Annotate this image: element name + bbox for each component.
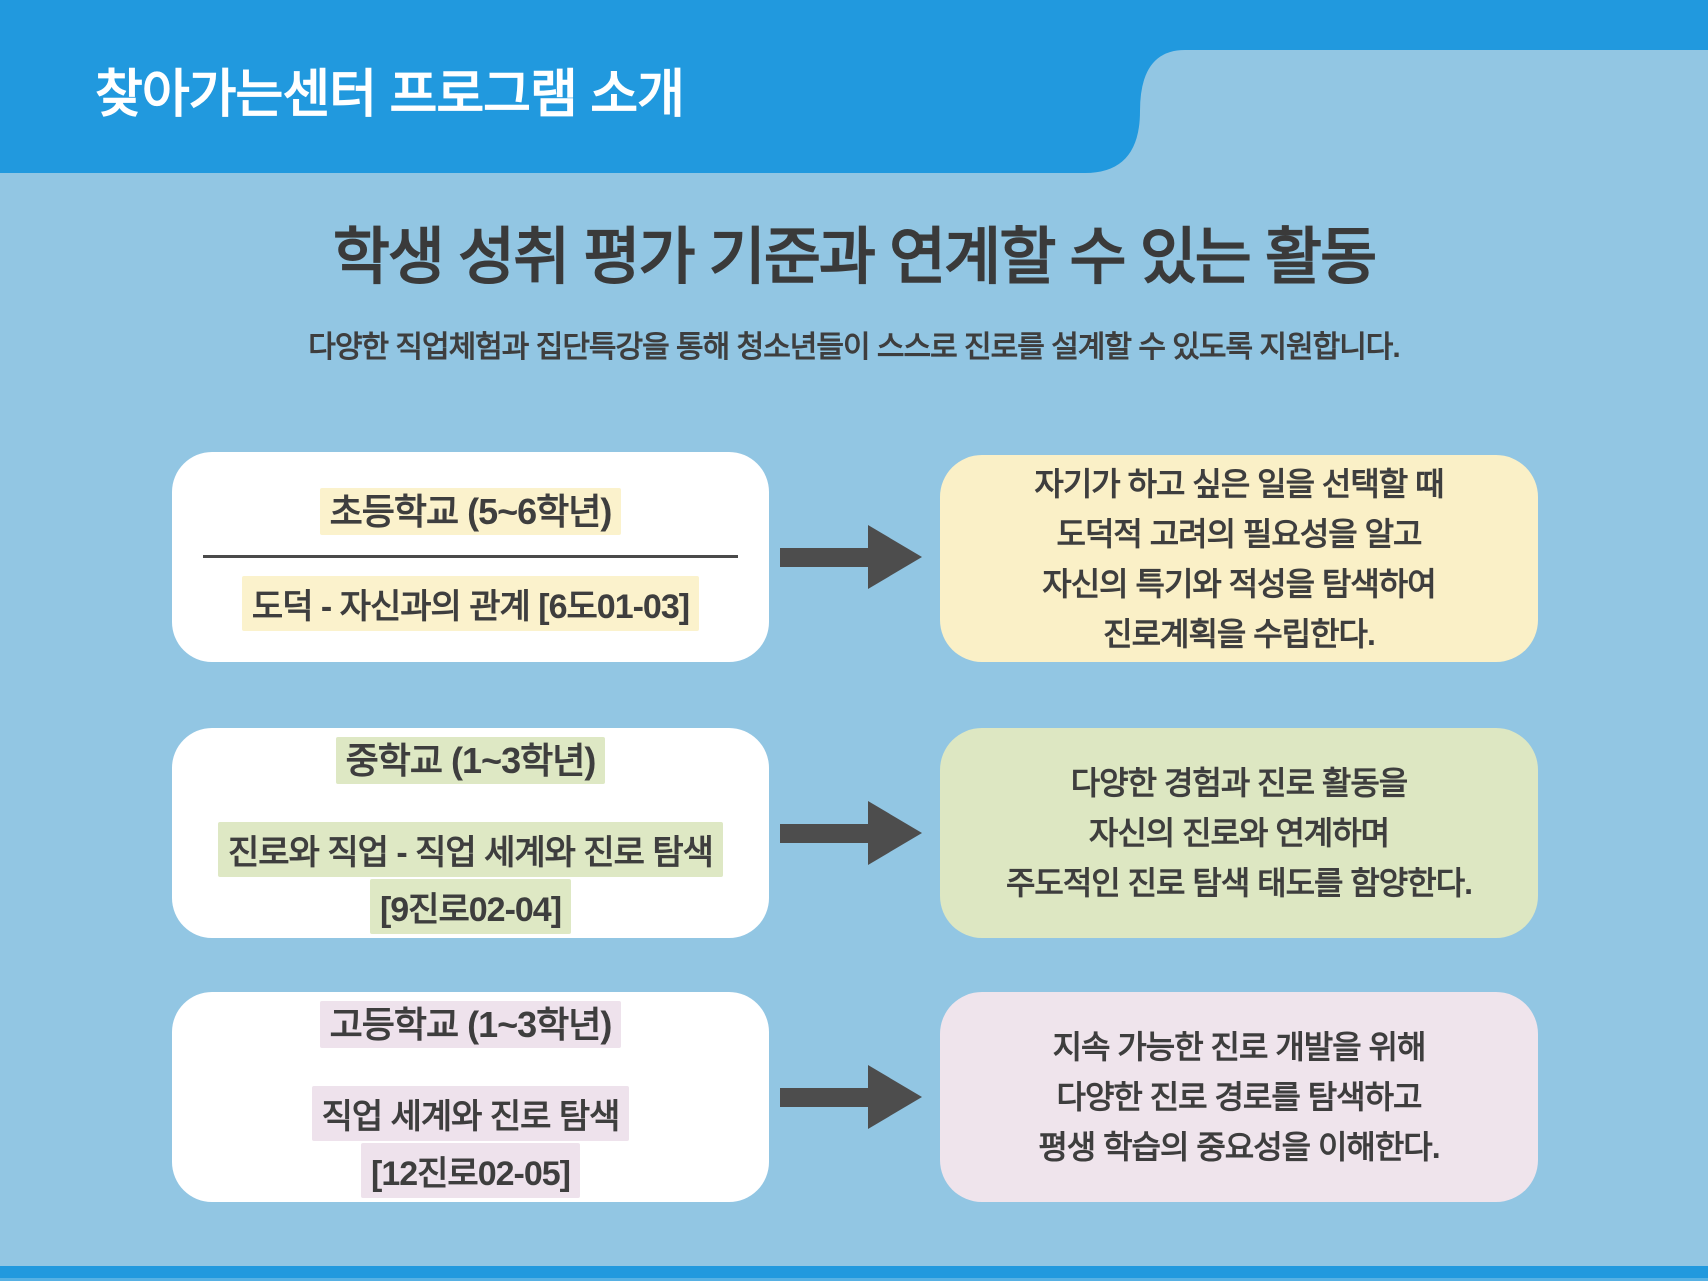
subject-line: [12진로02-05] bbox=[361, 1143, 580, 1198]
outcome-text: 자기가 하고 싶은 일을 선택할 때 도덕적 고려의 필요성을 알고 자신의 특… bbox=[1034, 459, 1444, 659]
outcome-line: 자신의 진로와 연계하며 bbox=[1088, 815, 1390, 851]
outcome-text: 지속 가능한 진로 개발을 위해 다양한 진로 경로를 탐색하고 평생 학습의 … bbox=[1038, 1022, 1440, 1172]
outcome-line: 다양한 경험과 진로 활동을 bbox=[1070, 765, 1409, 801]
school-name: 초등학교 (5~6학년) bbox=[319, 483, 622, 535]
school-name-highlight: 중학교 (1~3학년) bbox=[335, 737, 606, 784]
header-tab-shape bbox=[0, 0, 1708, 173]
outcome-card-middle: 다양한 경험과 진로 활동을 자신의 진로와 연계하며 주도적인 진로 탐색 태… bbox=[940, 728, 1538, 938]
outcome-card-elementary: 자기가 하고 싶은 일을 선택할 때 도덕적 고려의 필요성을 알고 자신의 특… bbox=[940, 455, 1538, 662]
school-card-high: 고등학교 (1~3학년) 직업 세계와 진로 탐색 [12진로02-05] bbox=[172, 992, 769, 1202]
flow-arrow-icon bbox=[780, 801, 922, 865]
subject-line: 진로와 직업 - 직업 세계와 진로 탐색 bbox=[218, 822, 723, 877]
subject-block: 도덕 - 자신과의 관계 [6도01-03] bbox=[241, 576, 700, 631]
outcome-line: 진로계획을 수립한다. bbox=[1103, 615, 1376, 652]
school-name-highlight: 초등학교 (5~6학년) bbox=[319, 488, 622, 535]
school-name: 중학교 (1~3학년) bbox=[335, 732, 606, 784]
outcome-line: 다양한 진로 경로를 탐색하고 bbox=[1056, 1079, 1423, 1115]
outcome-line: 자신의 특기와 적성을 탐색하여 bbox=[1042, 565, 1436, 602]
outcome-text: 다양한 경험과 진로 활동을 자신의 진로와 연계하며 주도적인 진로 탐색 태… bbox=[1005, 758, 1473, 908]
flow-arrow-icon bbox=[780, 525, 922, 589]
outcome-card-high: 지속 가능한 진로 개발을 위해 다양한 진로 경로를 탐색하고 평생 학습의 … bbox=[940, 992, 1538, 1202]
outcome-line: 지속 가능한 진로 개발을 위해 bbox=[1052, 1029, 1427, 1065]
school-card-middle: 중학교 (1~3학년) 진로와 직업 - 직업 세계와 진로 탐색 [9진로02… bbox=[172, 728, 769, 938]
subject-block: 직업 세계와 진로 탐색 [12진로02-05] bbox=[311, 1086, 630, 1198]
subject-line: [9진로02-04] bbox=[369, 879, 572, 934]
bottom-accent-strip bbox=[0, 1266, 1708, 1281]
flow-arrow-icon bbox=[780, 1065, 922, 1129]
subject-block: 진로와 직업 - 직업 세계와 진로 탐색 [9진로02-04] bbox=[218, 822, 723, 934]
row-high-school: 고등학교 (1~3학년) 직업 세계와 진로 탐색 [12진로02-05] 지속… bbox=[0, 992, 1708, 1202]
subject-line: 직업 세계와 진로 탐색 bbox=[311, 1086, 630, 1141]
outcome-line: 주도적인 진로 탐색 태도를 함양한다. bbox=[1005, 865, 1473, 901]
school-name: 고등학교 (1~3학년) bbox=[319, 996, 622, 1048]
outcome-line: 자기가 하고 싶은 일을 선택할 때 bbox=[1034, 465, 1444, 502]
school-name-highlight: 고등학교 (1~3학년) bbox=[319, 1001, 622, 1048]
page-header-title: 찾아가는센터 프로그램 소개 bbox=[95, 66, 685, 124]
row-middle-school: 중학교 (1~3학년) 진로와 직업 - 직업 세계와 진로 탐색 [9진로02… bbox=[0, 728, 1708, 938]
subject-line: 도덕 - 자신과의 관계 [6도01-03] bbox=[241, 576, 700, 631]
subtitle: 다양한 직업체험과 집단특강을 통해 청소년들이 스스로 진로를 설계할 수 있… bbox=[308, 331, 1400, 364]
outcome-line: 도덕적 고려의 필요성을 알고 bbox=[1056, 515, 1423, 552]
card-divider bbox=[203, 555, 738, 558]
bottom-strip-edge bbox=[0, 1278, 1708, 1281]
main-title: 학생 성취 평가 기준과 연계할 수 있는 활동 bbox=[332, 223, 1377, 292]
row-elementary: 초등학교 (5~6학년) 도덕 - 자신과의 관계 [6도01-03] 자기가 … bbox=[0, 452, 1708, 662]
outcome-line: 평생 학습의 중요성을 이해한다. bbox=[1038, 1129, 1440, 1165]
school-card-elementary: 초등학교 (5~6학년) 도덕 - 자신과의 관계 [6도01-03] bbox=[172, 452, 769, 662]
